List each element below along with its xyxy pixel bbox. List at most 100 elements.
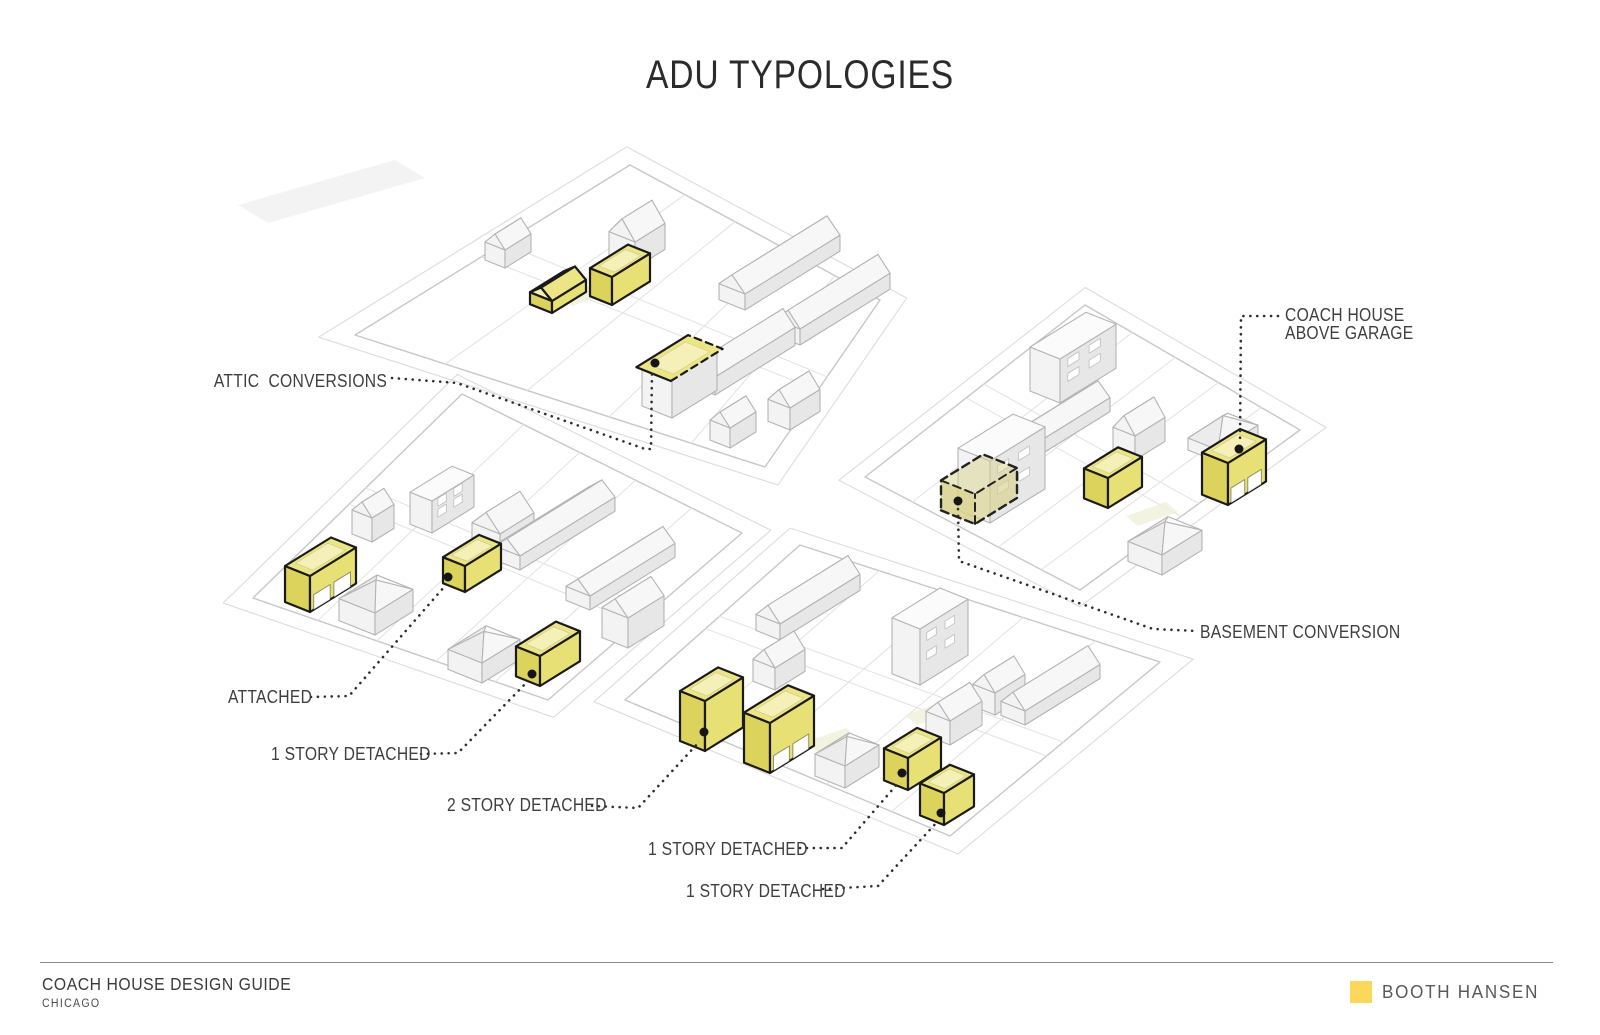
label-attached: ATTACHED xyxy=(228,687,313,707)
brand-name: BOOTH HANSEN xyxy=(1382,981,1540,1002)
footer-divider xyxy=(40,962,1553,963)
building-gable xyxy=(709,411,731,429)
label-attic-conversions: ATTIC CONVERSIONS xyxy=(213,371,387,391)
building-gable xyxy=(718,274,746,295)
adu-roof-inset xyxy=(1211,433,1257,459)
adu-roof-inset xyxy=(451,539,493,562)
leader-dot xyxy=(699,727,709,737)
building-gable xyxy=(755,604,781,625)
adu-roof-inset xyxy=(927,768,967,790)
adu-roof-inset xyxy=(598,249,642,273)
leader-line xyxy=(590,739,702,810)
label-1-story-detached-b: 1 STORY DETACHED xyxy=(648,839,808,859)
window xyxy=(453,493,463,508)
garage-door xyxy=(792,733,810,760)
window xyxy=(1067,351,1080,367)
window xyxy=(1067,366,1080,382)
building-gable xyxy=(925,701,951,722)
adu-roof-inset xyxy=(754,690,804,718)
leader-dot xyxy=(936,808,946,818)
garage-door xyxy=(1230,479,1246,504)
window xyxy=(1018,445,1030,462)
buildings-layer xyxy=(283,199,1268,827)
leader-dot xyxy=(1234,444,1244,454)
window xyxy=(926,626,937,641)
window xyxy=(1088,352,1101,369)
building-gable xyxy=(1000,691,1026,712)
window xyxy=(1018,466,1030,483)
hip-roof xyxy=(1161,521,1203,556)
building-roof xyxy=(1029,311,1117,360)
adu-roof-inset xyxy=(295,542,346,571)
window xyxy=(453,482,463,497)
leader-line xyxy=(309,584,447,699)
label-2-story-detached: 2 STORY DETACHED xyxy=(447,795,607,815)
block-ground xyxy=(354,164,881,468)
basement-outline xyxy=(940,466,1018,495)
building-roof xyxy=(409,465,475,502)
adu-roof-inset xyxy=(892,732,933,754)
leader-line xyxy=(821,819,940,891)
alley-line xyxy=(965,397,1182,517)
adu-attic-hidden-edge xyxy=(669,334,724,383)
leader-dot xyxy=(897,768,907,778)
leader-line xyxy=(798,780,901,850)
label-1-story-detached-c: 1 STORY DETACHED xyxy=(686,881,846,901)
label-basement-conversion: BASEMENT CONVERSION xyxy=(1200,622,1401,642)
leader-dot xyxy=(527,669,537,679)
leader-dot xyxy=(443,572,453,582)
leader-layer xyxy=(309,314,1280,891)
basement-volume xyxy=(975,468,1017,524)
street-curb xyxy=(593,527,1194,855)
window xyxy=(1088,337,1101,354)
adu-roof-inset xyxy=(689,672,734,697)
building-gable xyxy=(484,233,506,251)
alley-line xyxy=(481,256,819,391)
garage-door xyxy=(1247,468,1262,494)
hip-roof xyxy=(844,735,880,767)
building-gable xyxy=(351,501,373,519)
window xyxy=(926,645,937,660)
brand-logo-square xyxy=(1350,981,1373,1003)
adu-gable xyxy=(528,286,554,303)
garage-door xyxy=(773,745,790,772)
building-gable xyxy=(471,511,501,535)
building-gable xyxy=(1112,415,1136,437)
building-gable xyxy=(608,218,636,243)
lawn-tint xyxy=(806,728,858,752)
window xyxy=(944,614,955,630)
alley-line xyxy=(705,628,1048,757)
street-curb xyxy=(838,286,1327,608)
leader-line xyxy=(390,368,654,451)
leader-dot xyxy=(953,496,963,506)
adu-roof-inset xyxy=(648,341,711,375)
building-roof xyxy=(891,587,969,630)
brand-lockup: BOOTH HANSEN xyxy=(1350,981,1553,1003)
adu-attic-edge xyxy=(635,334,690,383)
footer-guide-title: COACH HOUSE DESIGN GUIDE xyxy=(42,974,292,994)
background-shape xyxy=(238,160,425,223)
leader-dot xyxy=(650,358,660,368)
street-curb xyxy=(318,146,908,486)
hip-roof xyxy=(374,579,414,614)
building-gable xyxy=(601,598,629,619)
label-coach-house-above-garage: COACH HOUSE ABOVE GARAGE xyxy=(1285,305,1414,344)
alley-line xyxy=(983,383,1200,505)
street-curb xyxy=(222,373,772,718)
building-gable xyxy=(972,674,996,694)
adu-roof-inset xyxy=(1092,451,1134,474)
window xyxy=(944,633,955,649)
building-gable xyxy=(767,389,791,409)
footer-city: CHICAGO xyxy=(42,998,101,1010)
garage-door xyxy=(333,571,351,598)
basement-volume xyxy=(941,454,1017,494)
lot-line xyxy=(526,221,736,391)
adu-roof-inset xyxy=(525,626,571,652)
label-1-story-detached-a: 1 STORY DETACHED xyxy=(271,744,431,764)
footer-left: COACH HOUSE DESIGN GUIDE CHICAGO xyxy=(42,974,319,1010)
page-title: ADU TYPOLOGIES xyxy=(645,53,955,97)
window xyxy=(437,492,447,507)
building-gable xyxy=(565,578,591,597)
